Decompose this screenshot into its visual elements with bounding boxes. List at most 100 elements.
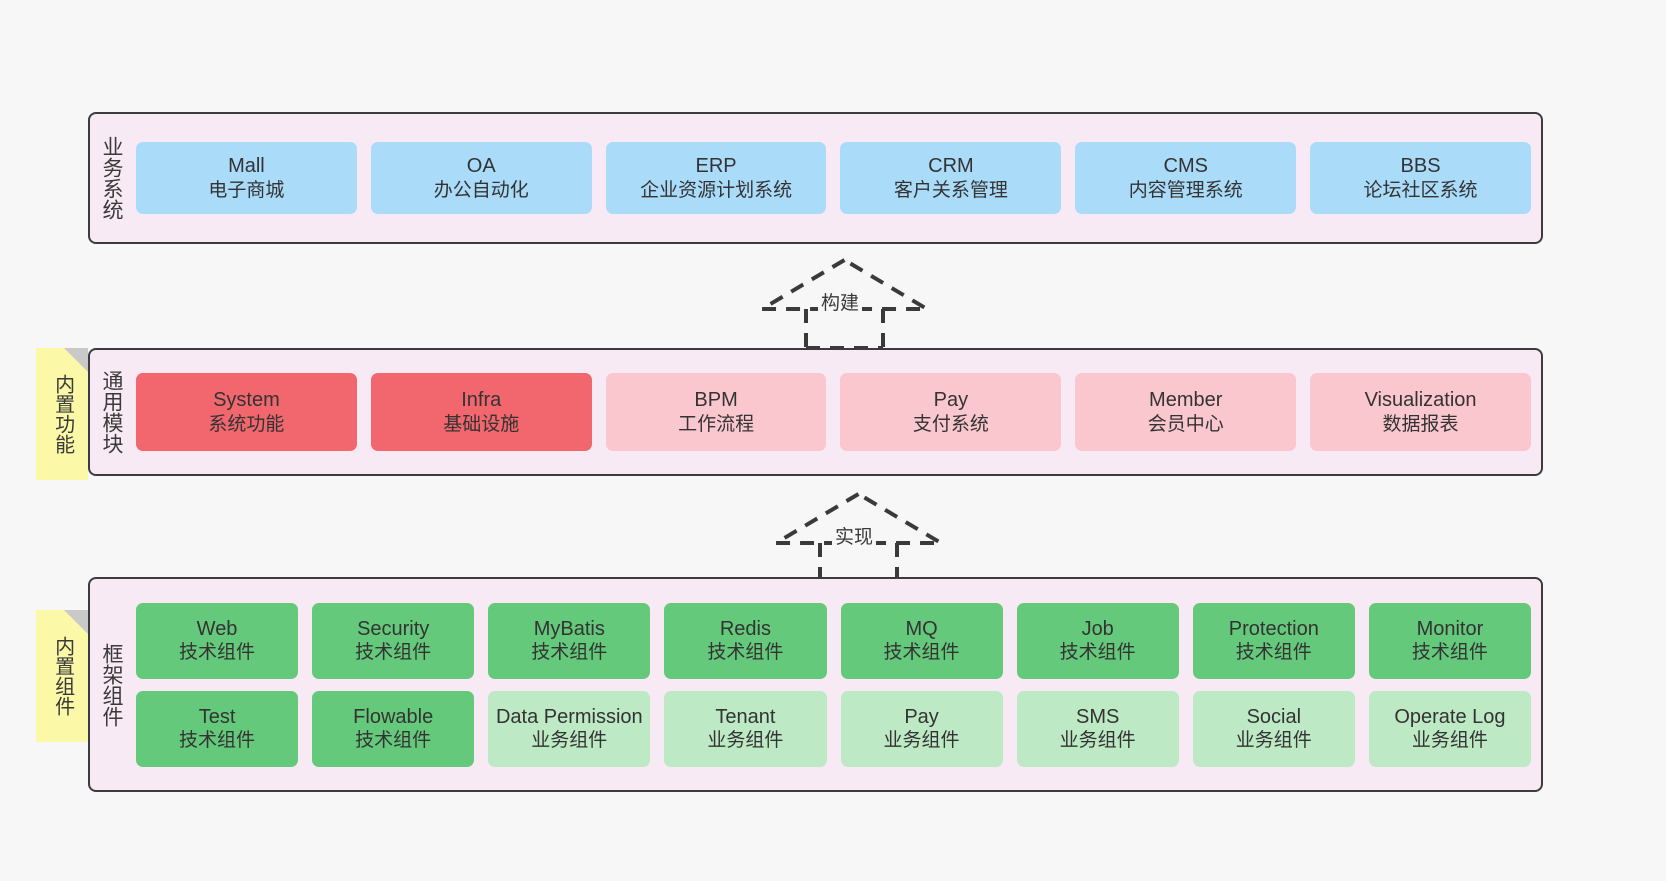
note-builtin-function: 内置功能 — [36, 348, 88, 480]
node-title: Visualization — [1364, 389, 1477, 412]
layer-framework-components: 框架组件 Web 技术组件 Security 技术组件 MyBatis 技术组件… — [88, 577, 1543, 792]
node-subtitle: 会员中心 — [1147, 413, 1224, 435]
node-subtitle: 支付系统 — [912, 413, 989, 435]
generalization-arrow-icon — [754, 257, 935, 350]
node-title: BBS — [1400, 155, 1441, 178]
node-title: Job — [1081, 617, 1114, 640]
framework-row-business: Test 技术组件 Flowable 技术组件 Data Permission … — [136, 690, 1531, 767]
note-label: 内置组件 — [51, 636, 74, 716]
node-pay-component[interactable]: Pay 业务组件 — [840, 690, 1003, 767]
node-pay-module[interactable]: Pay 支付系统 — [840, 373, 1062, 451]
framework-row-tech: Web 技术组件 Security 技术组件 MyBatis 技术组件 Redi… — [136, 602, 1531, 679]
node-title: Pay — [933, 389, 969, 412]
node-bpm[interactable]: BPM 工作流程 — [605, 373, 827, 451]
node-title: Web — [196, 617, 238, 640]
node-title: Monitor — [1416, 617, 1484, 640]
node-subtitle: 业务组件 — [1235, 730, 1312, 752]
layer-body-framework: Web 技术组件 Security 技术组件 MyBatis 技术组件 Redi… — [132, 579, 1541, 790]
node-sms[interactable]: SMS 业务组件 — [1016, 690, 1179, 767]
node-data-permission[interactable]: Data Permission 业务组件 — [488, 690, 651, 767]
node-redis[interactable]: Redis 技术组件 — [664, 602, 827, 679]
node-subtitle: 技术组件 — [883, 642, 960, 664]
node-subtitle: 数据报表 — [1382, 413, 1459, 435]
node-tenant[interactable]: Tenant 业务组件 — [664, 690, 827, 767]
node-subtitle: 技术组件 — [355, 642, 432, 664]
node-crm[interactable]: CRM 客户关系管理 — [840, 142, 1062, 214]
node-title: Test — [198, 705, 236, 728]
layer-title-modules: 通用模块 — [99, 370, 123, 454]
node-subtitle: 业务组件 — [883, 730, 960, 752]
node-operate-log[interactable]: Operate Log 业务组件 — [1368, 690, 1531, 767]
node-mybatis[interactable]: MyBatis 技术组件 — [488, 602, 651, 679]
node-title: Infra — [461, 389, 502, 412]
node-title: Flowable — [353, 705, 434, 728]
node-flowable[interactable]: Flowable 技术组件 — [312, 690, 475, 767]
node-social[interactable]: Social 业务组件 — [1192, 690, 1355, 767]
node-security[interactable]: Security 技术组件 — [312, 602, 475, 679]
connector-build-label: 构建 — [818, 288, 863, 315]
node-title: Data Permission — [495, 705, 643, 728]
node-subtitle: 业务组件 — [1059, 730, 1136, 752]
node-subtitle: 客户关系管理 — [893, 179, 1008, 201]
node-web[interactable]: Web 技术组件 — [136, 602, 299, 679]
node-title: Security — [357, 617, 430, 640]
node-test[interactable]: Test 技术组件 — [136, 690, 299, 767]
node-member[interactable]: Member 会员中心 — [1075, 373, 1297, 451]
connector-realize: 实现 — [766, 486, 951, 584]
node-title: CRM — [928, 155, 974, 178]
layer-common-modules: 通用模块 System 系统功能 Infra 基础设施 BPM 工作流程 Pay… — [88, 348, 1543, 476]
node-subtitle: 技术组件 — [707, 642, 784, 664]
node-erp[interactable]: ERP 企业资源计划系统 — [605, 142, 827, 214]
node-job[interactable]: Job 技术组件 — [1016, 602, 1179, 679]
node-infra[interactable]: Infra 基础设施 — [370, 373, 592, 451]
node-monitor[interactable]: Monitor 技术组件 — [1368, 602, 1531, 679]
node-subtitle: 企业资源计划系统 — [640, 179, 793, 201]
note-builtin-component: 内置组件 — [36, 610, 88, 742]
node-oa[interactable]: OA 办公自动化 — [370, 142, 592, 214]
node-title: Mall — [228, 155, 265, 178]
node-subtitle: 业务组件 — [531, 730, 608, 752]
node-title: MQ — [905, 617, 938, 640]
node-subtitle: 办公自动化 — [433, 179, 529, 201]
node-title: CMS — [1163, 155, 1208, 178]
node-subtitle: 基础设施 — [443, 413, 520, 435]
node-subtitle: 工作流程 — [678, 413, 755, 435]
node-title: Pay — [904, 705, 939, 728]
node-subtitle: 技术组件 — [179, 642, 256, 664]
node-title: OA — [466, 155, 496, 178]
node-subtitle: 技术组件 — [1235, 642, 1312, 664]
connector-build: 构建 — [752, 252, 937, 350]
note-label: 内置功能 — [51, 374, 74, 454]
node-protection[interactable]: Protection 技术组件 — [1192, 602, 1355, 679]
node-subtitle: 内容管理系统 — [1128, 179, 1243, 201]
node-subtitle: 系统功能 — [208, 413, 285, 435]
node-title: Social — [1246, 705, 1302, 728]
node-title: MyBatis — [533, 617, 605, 640]
node-title: SMS — [1076, 705, 1120, 728]
layer-body-modules: System 系统功能 Infra 基础设施 BPM 工作流程 Pay 支付系统… — [132, 350, 1541, 474]
node-visualization[interactable]: Visualization 数据报表 — [1310, 373, 1531, 451]
node-title: Tenant — [715, 705, 776, 728]
layer-body-business: Mall 电子商城 OA 办公自动化 ERP 企业资源计划系统 CRM 客户关系… — [132, 114, 1541, 242]
layer-title-framework: 框架组件 — [99, 642, 123, 727]
node-title: ERP — [695, 155, 737, 178]
generalization-arrow-icon — [768, 491, 949, 584]
node-mall[interactable]: Mall 电子商城 — [136, 142, 357, 214]
node-subtitle: 技术组件 — [531, 642, 608, 664]
node-title: Member — [1149, 389, 1223, 412]
node-title: Redis — [719, 617, 771, 640]
node-system[interactable]: System 系统功能 — [136, 373, 357, 451]
node-subtitle: 技术组件 — [355, 730, 432, 752]
node-cms[interactable]: CMS 内容管理系统 — [1075, 142, 1297, 214]
node-title: System — [213, 389, 280, 412]
node-title: Operate Log — [1394, 705, 1506, 728]
node-title: Protection — [1228, 617, 1319, 640]
node-subtitle: 技术组件 — [1059, 642, 1136, 664]
node-subtitle: 业务组件 — [1411, 730, 1488, 752]
node-mq[interactable]: MQ 技术组件 — [840, 602, 1003, 679]
node-subtitle: 技术组件 — [179, 730, 256, 752]
node-bbs[interactable]: BBS 论坛社区系统 — [1310, 142, 1531, 214]
layer-business-systems: 业务系统 Mall 电子商城 OA 办公自动化 ERP 企业资源计划系统 CRM… — [88, 112, 1543, 244]
node-subtitle: 论坛社区系统 — [1363, 179, 1478, 201]
node-title: BPM — [694, 389, 738, 412]
